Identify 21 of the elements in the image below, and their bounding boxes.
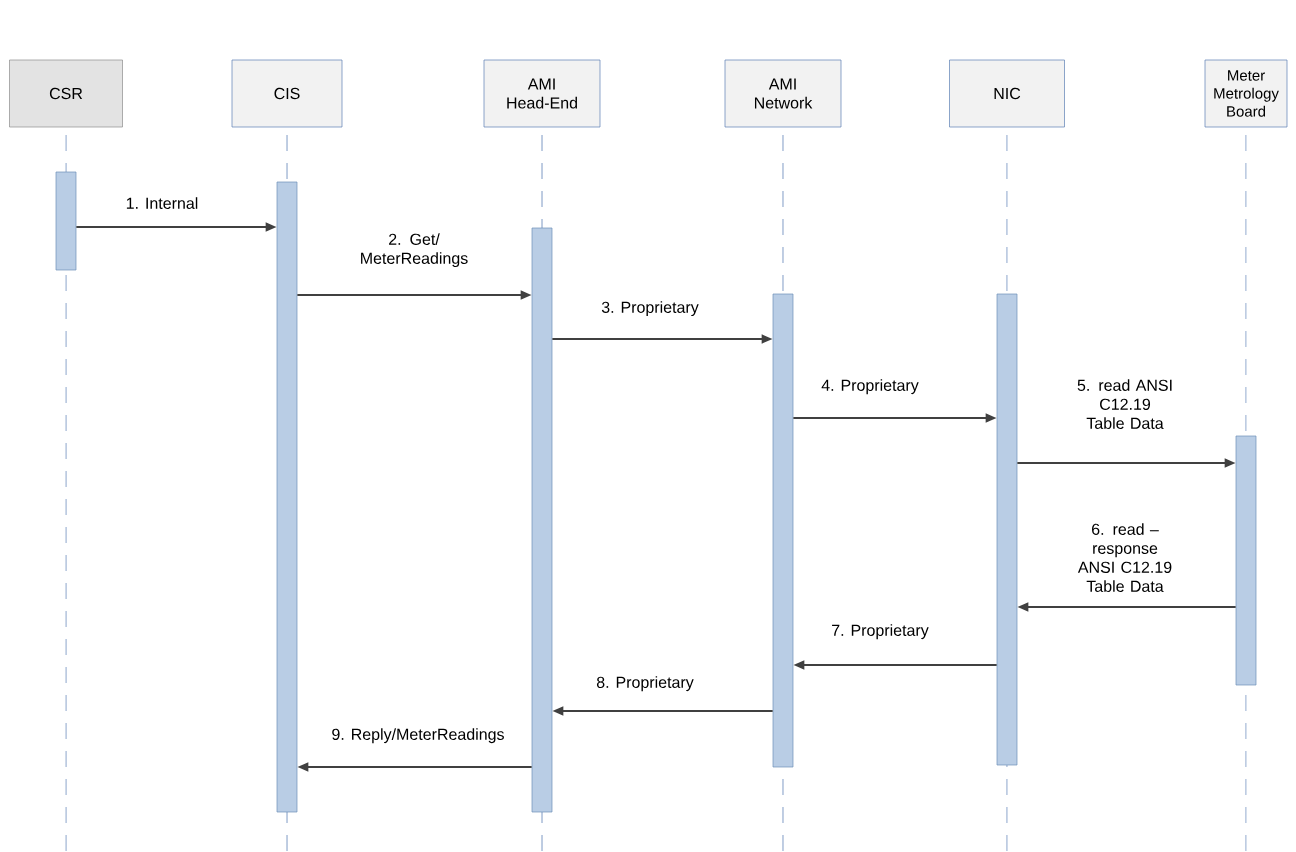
activation-bar <box>772 293 794 768</box>
activation-bar <box>276 181 298 813</box>
edge-label: 6. read – response ANSI C12.19 Table Data <box>1063 522 1187 593</box>
participant-box: AMI Network <box>724 59 842 128</box>
activation-bar <box>1235 435 1257 686</box>
edge-label: 2. Get/ MeterReadings <box>348 232 480 269</box>
activation-bar <box>55 171 77 271</box>
edge-label: 9. Reply/MeterReadings <box>330 727 506 745</box>
participant-box: Meter Metrology Board <box>1204 59 1288 128</box>
edge-label: 3. Proprietary <box>600 300 700 318</box>
edge-label: 1. Internal <box>124 196 200 210</box>
edge-label: 5. read ANSI C12.19 Table Data <box>1065 378 1185 430</box>
activation-bar <box>996 293 1018 766</box>
participant-box: NIC <box>949 59 1065 128</box>
activation-bar <box>531 227 553 813</box>
edge-label: 8. Proprietary <box>595 675 695 693</box>
participant-box: CIS <box>231 59 343 128</box>
participant-box: CSR <box>9 59 123 128</box>
edge-label: 4. Proprietary <box>820 378 920 396</box>
edge-label: 7. Proprietary <box>830 623 930 641</box>
participant-box: AMI Head-End <box>483 59 601 128</box>
